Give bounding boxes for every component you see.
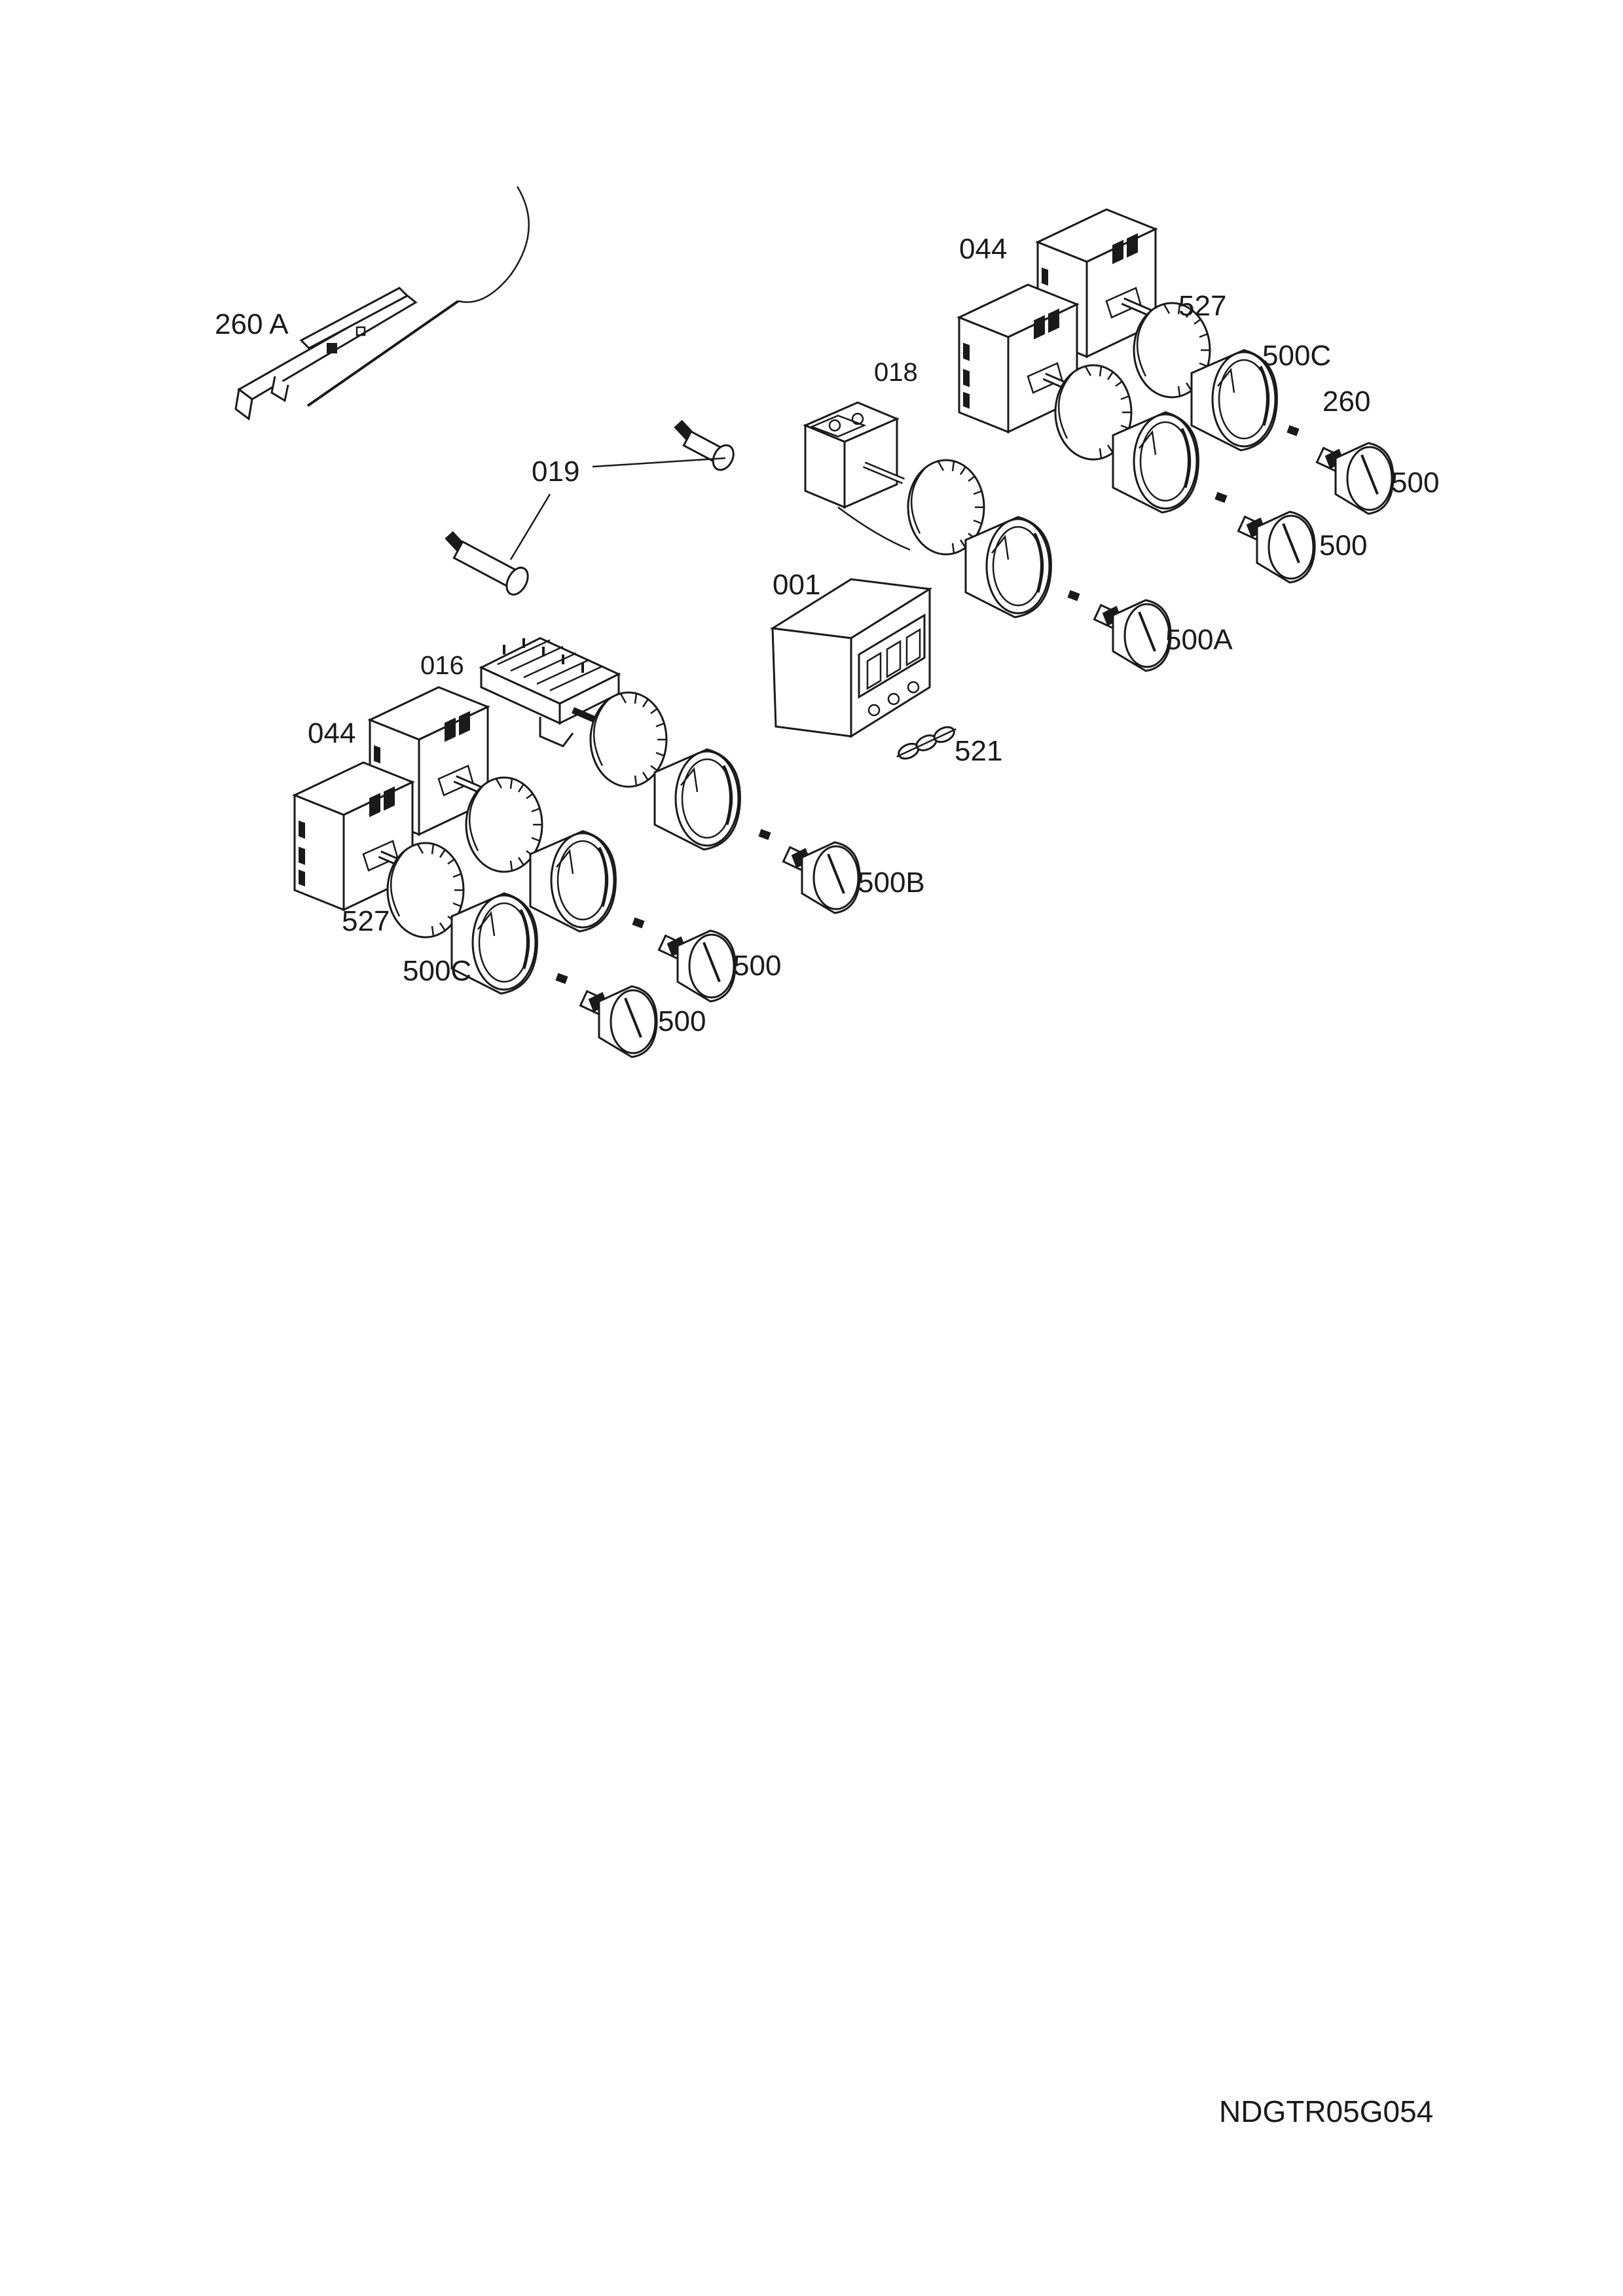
leader-line-019-lower bbox=[509, 493, 551, 560]
electronic-timer-001 bbox=[769, 578, 933, 738]
indicator-lamp-upper bbox=[674, 420, 735, 471]
label-500-right-1: 500 bbox=[1391, 467, 1439, 499]
timer-buttons-521 bbox=[896, 726, 957, 760]
indicator-sleeve-bottom-back bbox=[530, 831, 615, 931]
label-500c-left: 500C bbox=[403, 955, 471, 987]
label-500-left-1: 500 bbox=[733, 950, 781, 982]
label-260: 260 bbox=[1322, 386, 1370, 418]
thermostat-bracket-part bbox=[234, 186, 530, 421]
drawing-code: NDGTR05G054 bbox=[1219, 2094, 1433, 2128]
knob-top-back bbox=[1315, 442, 1395, 515]
label-044-top: 044 bbox=[959, 233, 1007, 265]
knob-bottom-back bbox=[657, 929, 737, 1003]
spacer-top-front bbox=[1214, 492, 1228, 503]
label-500a: 500A bbox=[1165, 624, 1233, 656]
label-521: 521 bbox=[955, 735, 1002, 767]
knob-bottom-front bbox=[579, 985, 659, 1058]
knob-500b bbox=[782, 841, 862, 914]
knob-500a bbox=[1093, 599, 1173, 672]
label-018: 018 bbox=[874, 358, 918, 387]
label-500c-top: 500C bbox=[1262, 340, 1331, 372]
knob-top-front bbox=[1237, 511, 1317, 584]
label-044-left: 044 bbox=[308, 717, 356, 749]
label-019: 019 bbox=[532, 456, 579, 488]
label-001: 001 bbox=[773, 569, 820, 601]
spacer-016 bbox=[758, 829, 771, 840]
label-500b: 500B bbox=[858, 867, 925, 899]
spacer-018 bbox=[1067, 590, 1080, 601]
label-500-right-2: 500 bbox=[1319, 529, 1367, 562]
label-500-left-2: 500 bbox=[658, 1005, 706, 1037]
label-016: 016 bbox=[420, 651, 464, 680]
indicator-lamp-lower bbox=[445, 531, 529, 596]
spacer-bottom-back bbox=[632, 917, 645, 929]
thermostat-part-018 bbox=[803, 401, 911, 551]
selector-switch-016 bbox=[479, 637, 621, 747]
leader-line-019-upper bbox=[592, 457, 726, 468]
label-527-left: 527 bbox=[342, 905, 390, 937]
indicator-sleeve-016 bbox=[655, 749, 740, 850]
label-260a: 260 A bbox=[215, 308, 289, 340]
label-527-top: 527 bbox=[1178, 290, 1226, 322]
spacer-top-back bbox=[1286, 425, 1300, 437]
spacer-bottom-front bbox=[555, 973, 568, 984]
